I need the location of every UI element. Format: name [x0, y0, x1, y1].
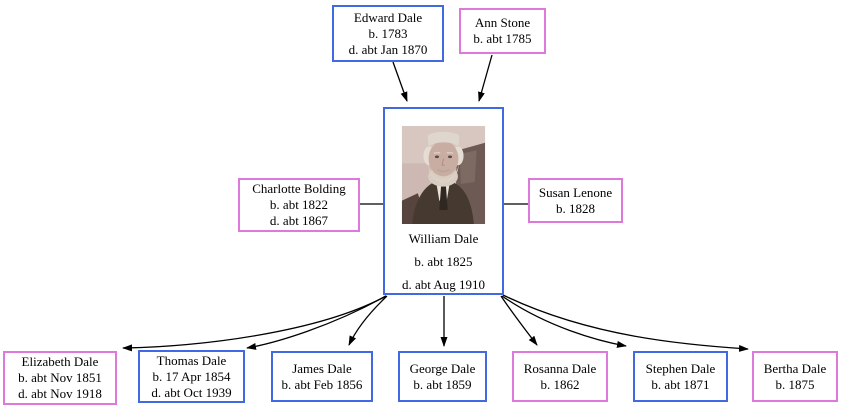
person-box-susan-lenone[interactable]: Susan Lenone b. 1828: [528, 178, 623, 223]
edge-ann-to-william: [478, 54, 493, 102]
person-birth: b. abt 1859: [413, 376, 472, 392]
person-birth: b. abt 1871: [651, 376, 710, 392]
person-name: Thomas Dale: [156, 352, 227, 368]
william-dale-portrait-photo: [401, 126, 486, 224]
edge-edward-to-william: [392, 61, 408, 102]
edge-william-to-thomas: [246, 295, 387, 350]
person-name: Stephen Dale: [645, 360, 716, 376]
person-birth: b. 17 Apr 1854: [152, 368, 231, 384]
person-name: Charlotte Bolding: [252, 181, 346, 196]
person-birth: b. 1875: [775, 376, 815, 392]
edge-william-to-stephen: [501, 295, 627, 348]
person-name: George Dale: [409, 360, 476, 376]
person-death: d. abt 1867: [269, 213, 329, 228]
person-box-ann-stone[interactable]: Ann Stone b. abt 1785: [459, 8, 546, 54]
person-box-thomas-dale[interactable]: Thomas Dale b. 17 Apr 1854 d. abt Oct 19…: [138, 350, 245, 403]
person-box-stephen-dale[interactable]: Stephen Dale b. abt 1871: [633, 351, 728, 402]
person-box-edward-dale[interactable]: Edward Dale b. 1783 d. abt Jan 1870: [332, 5, 444, 62]
person-name: Elizabeth Dale: [21, 354, 99, 369]
person-box-charlotte-bolding[interactable]: Charlotte Bolding b. abt 1822 d. abt 186…: [238, 178, 360, 232]
person-box-bertha-dale[interactable]: Bertha Dale b. 1875: [752, 351, 838, 402]
person-name: James Dale: [292, 360, 352, 376]
person-name: Bertha Dale: [763, 360, 827, 376]
person-birth: b. abt 1825: [414, 254, 473, 269]
person-birth: b. 1783: [368, 25, 408, 41]
person-death: d. abt Aug 1910: [401, 277, 486, 292]
person-name: Susan Lenone: [538, 184, 613, 200]
person-name: Rosanna Dale: [523, 360, 597, 376]
person-name: Edward Dale: [353, 9, 423, 25]
person-birth: b. abt 1785: [473, 31, 532, 46]
person-birth: b. abt Feb 1856: [281, 376, 363, 392]
person-death: d. abt Oct 1939: [151, 384, 232, 400]
person-name: Ann Stone: [474, 15, 531, 30]
person-birth: b. 1828: [556, 200, 595, 216]
edge-william-to-rosanna: [500, 295, 538, 346]
person-box-george-dale[interactable]: George Dale b. abt 1859: [398, 351, 487, 402]
person-name: William Dale: [408, 231, 479, 246]
person-box-elizabeth-dale[interactable]: Elizabeth Dale b. abt Nov 1851 d. abt No…: [3, 351, 117, 405]
person-birth: b. abt 1822: [269, 197, 329, 212]
person-birth: b. abt Nov 1851: [18, 370, 102, 385]
edge-william-to-bertha: [502, 294, 749, 352]
edge-william-to-james: [348, 295, 388, 346]
person-box-james-dale[interactable]: James Dale b. abt Feb 1856: [271, 351, 373, 402]
person-birth: b. 1862: [540, 376, 580, 392]
person-box-william-dale[interactable]: William Dale b. abt 1825 d. abt Aug 1910: [383, 107, 504, 295]
person-box-rosanna-dale[interactable]: Rosanna Dale b. 1862: [512, 351, 608, 402]
person-death: d. abt Nov 1918: [18, 386, 102, 401]
person-death: d. abt Jan 1870: [348, 41, 428, 57]
edge-william-to-elizabeth: [122, 295, 387, 352]
